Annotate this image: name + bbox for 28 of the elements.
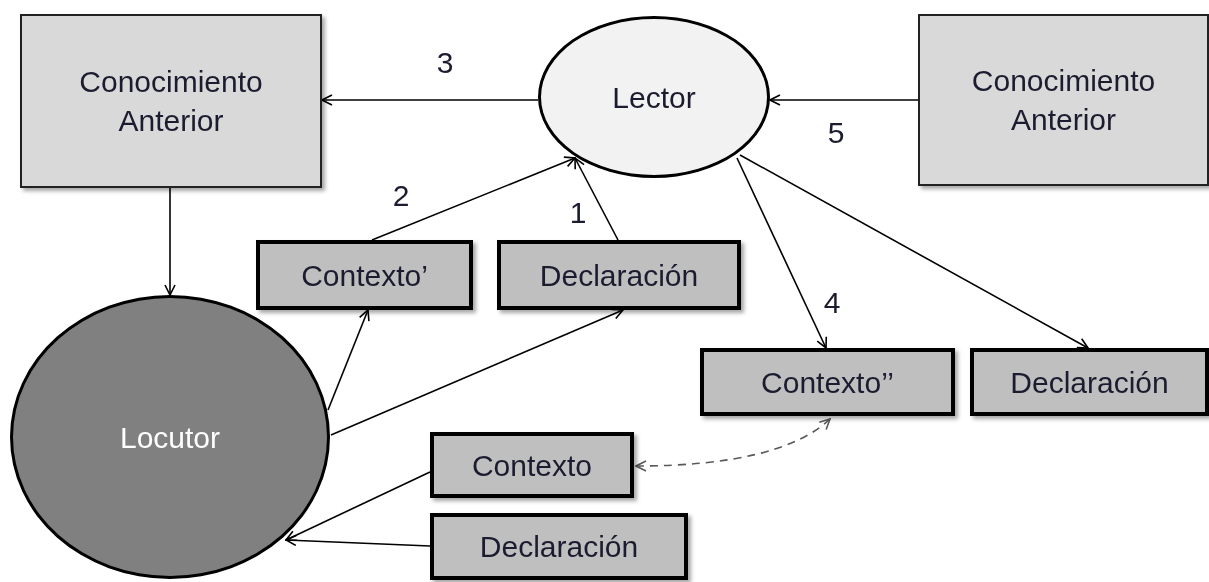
process-box <box>970 348 1209 416</box>
arrow <box>769 94 919 106</box>
node-label: Contexto’’ <box>760 364 895 401</box>
arrow <box>285 534 431 547</box>
node-label: Lector <box>611 79 697 116</box>
node-label: Contexto <box>470 447 594 484</box>
arrow <box>574 157 619 241</box>
process-box <box>918 14 1209 186</box>
node-label: Declaración <box>1009 364 1170 401</box>
node-label: Declaración <box>478 529 640 565</box>
process-box <box>700 348 955 416</box>
node-label: Declaración <box>538 257 700 294</box>
process-box <box>20 14 322 188</box>
process-box <box>430 432 634 498</box>
arrow <box>164 187 176 296</box>
process-box <box>256 240 473 310</box>
arrow <box>321 94 539 106</box>
arrow <box>330 308 624 436</box>
process-box <box>430 513 688 580</box>
node-label: Conocimiento Anterior <box>78 64 264 139</box>
arrow <box>327 309 370 411</box>
process-box <box>497 240 741 310</box>
arrow <box>285 471 431 542</box>
node-label: Contexto’ <box>300 257 429 294</box>
node-label: Conocimiento Anterior <box>970 63 1157 138</box>
arrow <box>371 156 576 241</box>
dashed-arrow <box>635 418 831 472</box>
node-label: Locutor <box>118 419 222 456</box>
